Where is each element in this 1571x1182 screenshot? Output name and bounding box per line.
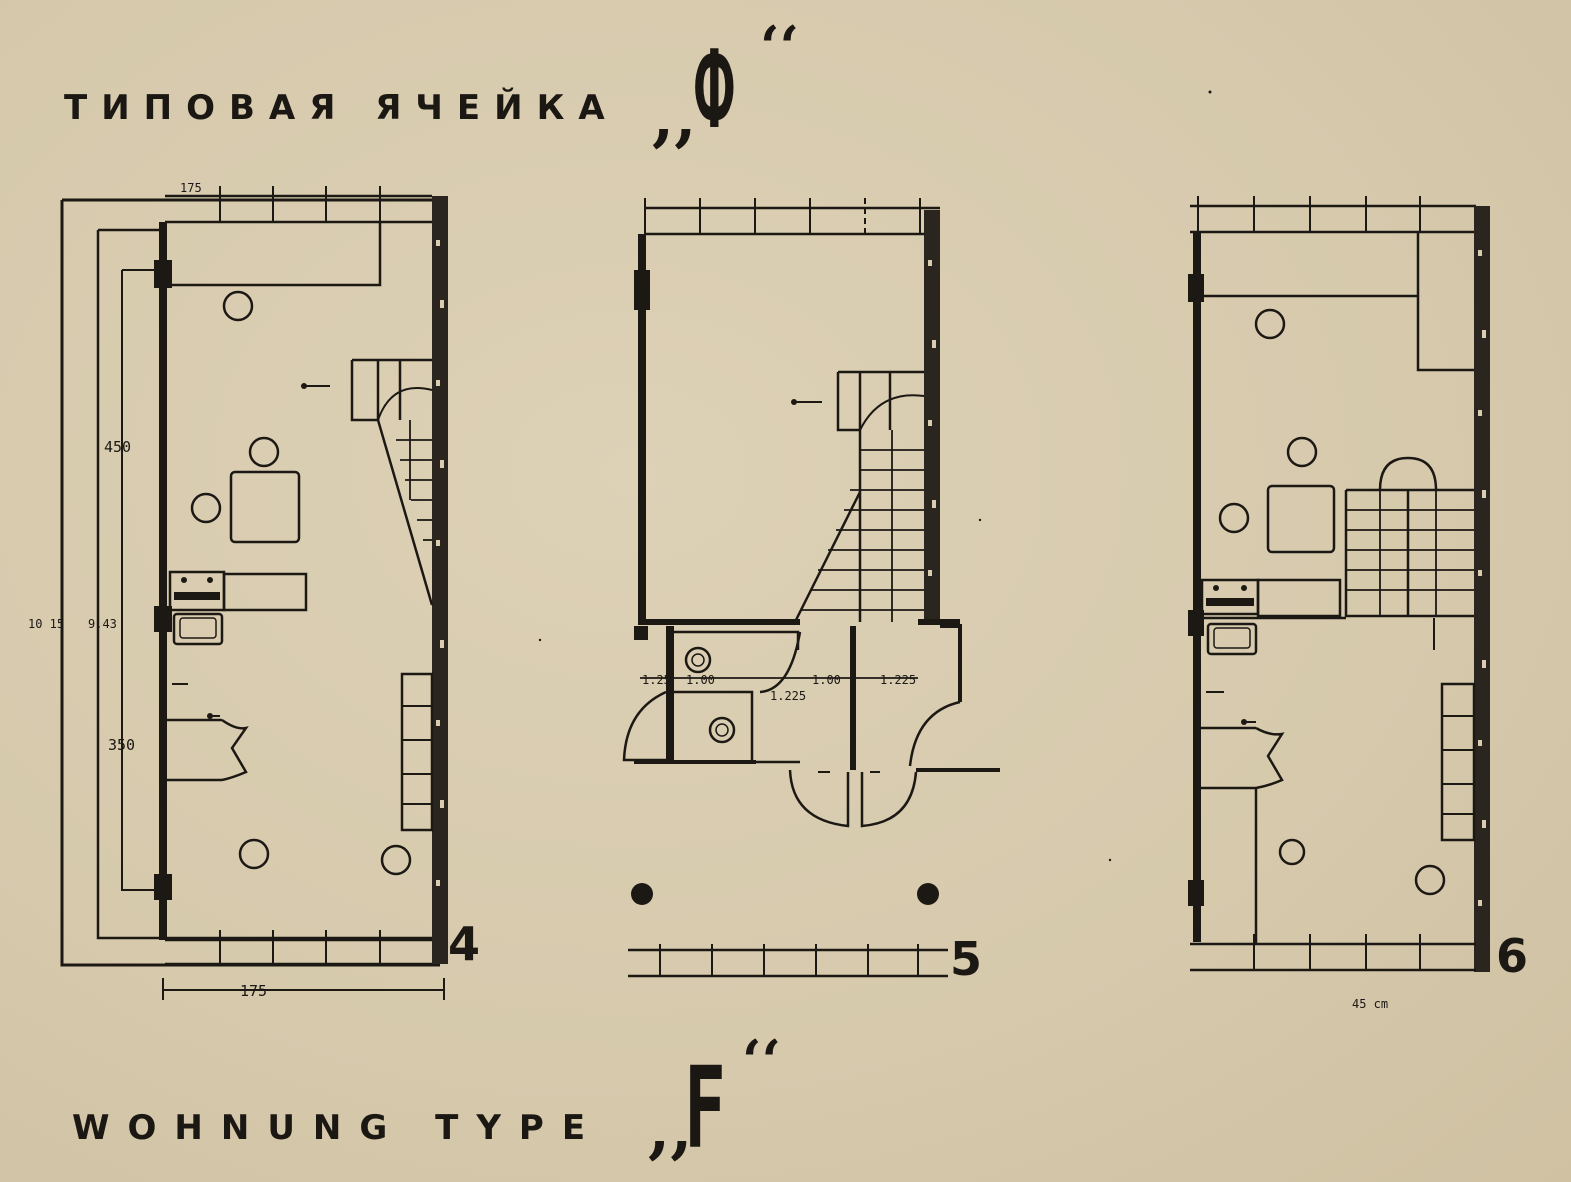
plan-4-dim-bottom: 175 [240, 982, 267, 1000]
type-letter-de: F [684, 1044, 726, 1174]
plan-5-dim-b: 1.00 [686, 673, 715, 687]
plan-6-number: 6 [1496, 929, 1528, 983]
plan-5-dim-c: 1.00 [812, 673, 841, 687]
opening-quote-ru: ,, [652, 80, 697, 155]
closing-quote-ru: ‘‘ [760, 14, 799, 80]
opening-quote-de: ,, [648, 1092, 693, 1167]
plan-6-annotation: 45 cm [1352, 997, 1388, 1011]
closing-quote-de: ‘‘ [742, 1028, 781, 1094]
plan-5-dim-d: 1.225 [770, 689, 806, 703]
plan-5-dim-a: 1.25 [642, 673, 671, 687]
floor-plan-6: 45 cm 6 [1188, 196, 1528, 1011]
plan-5-number: 5 [950, 932, 982, 986]
plan-4-dim-lower: 350 [108, 736, 135, 754]
type-letter-ru: Ф [694, 28, 735, 153]
title-russian: ТИПОВАЯ ЯЧЕЙКА [64, 88, 619, 128]
floor-plan-4: 175 175 [28, 181, 480, 1000]
title-german: WOHNUNG TYPE [72, 1108, 604, 1148]
floor-plan-5: 1.25 1.00 1.00 1.225 1.225 5 [622, 198, 1000, 986]
plan-4-dim-top: 175 [180, 181, 202, 195]
plan-5-dim-e: 1.225 [880, 673, 916, 687]
paper-specks [538, 90, 1212, 862]
plan-4-dim-upper: 450 [104, 438, 131, 456]
plan-4-dim-mid: 9.43 [88, 617, 117, 631]
plan-4-dim-total: 10 15 [28, 617, 64, 631]
plan-4-number: 4 [448, 917, 480, 971]
